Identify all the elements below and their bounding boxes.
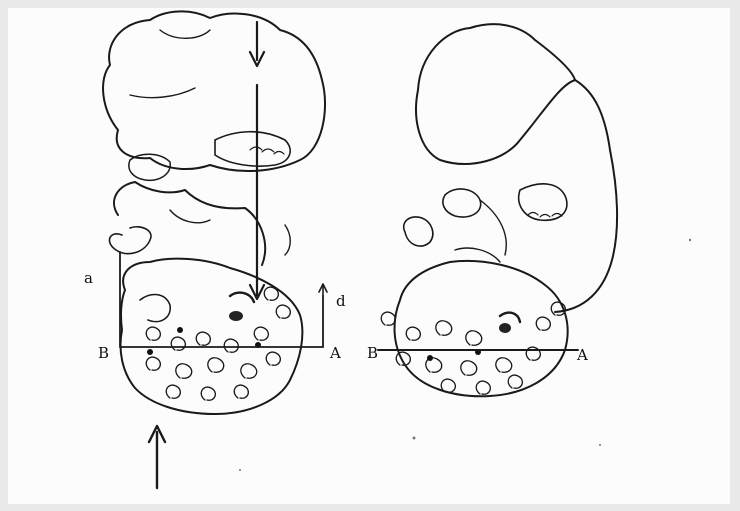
label-a-upper-left: A	[329, 344, 341, 362]
label-d: d	[336, 292, 346, 310]
right-fetus-illustration	[381, 24, 617, 396]
label-b-left: B	[98, 344, 109, 362]
label-a: a	[84, 269, 93, 287]
scan-specks	[239, 239, 691, 471]
label-b-right: B	[367, 344, 378, 362]
left-fetus-illustration	[103, 11, 325, 414]
label-a-upper-right: A	[576, 346, 588, 364]
left-measurement-lines	[120, 22, 327, 488]
